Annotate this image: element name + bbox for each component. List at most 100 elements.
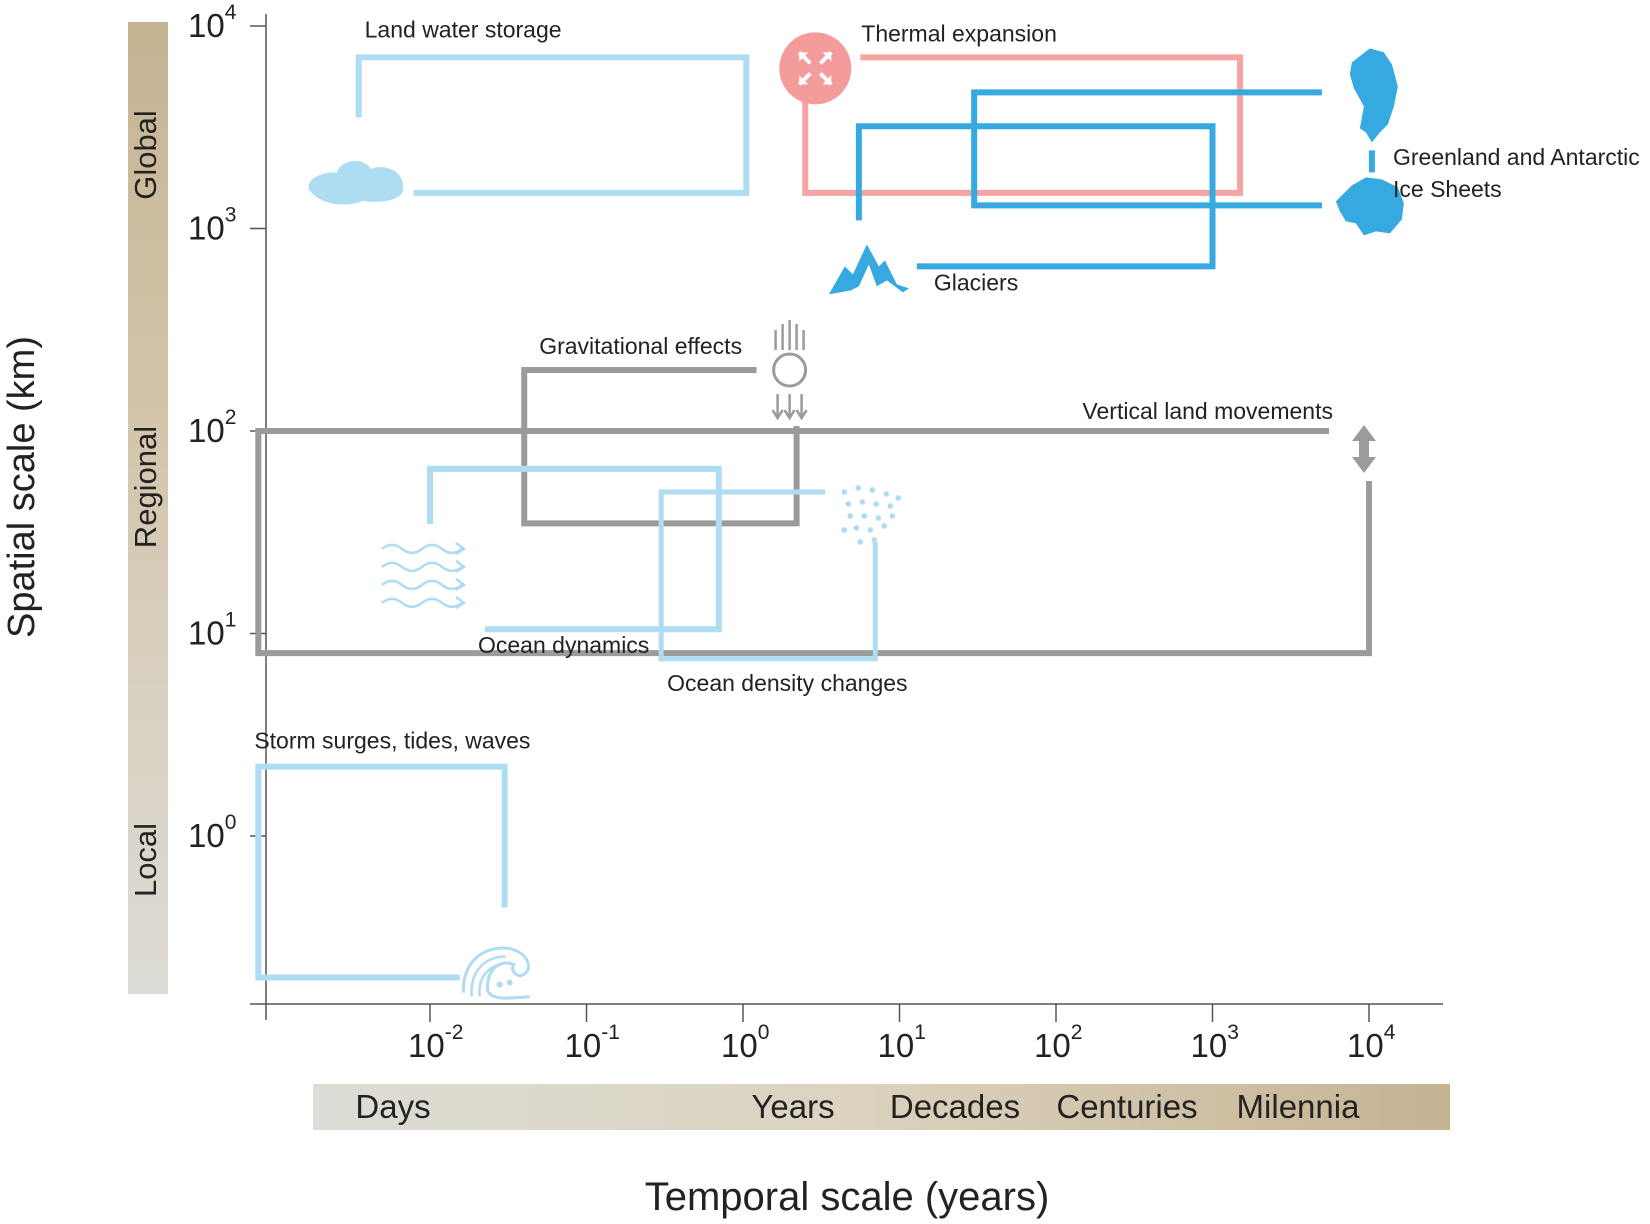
process-box-layer — [255, 54, 1372, 981]
mountain-shape — [828, 244, 909, 295]
y-axis-title: Spatial scale (km) — [1, 336, 43, 638]
process-box — [255, 763, 508, 981]
gravity-arrowhead — [795, 409, 808, 421]
process-box — [658, 489, 878, 662]
y-tick-label: 100 — [188, 811, 236, 854]
process-box — [855, 123, 1216, 270]
spatial-band — [128, 22, 168, 994]
process-box — [355, 54, 750, 196]
density-particle — [873, 501, 880, 507]
y-tick-label: 104 — [188, 1, 237, 44]
x-tick-label: 100 — [721, 1021, 769, 1064]
process-label: Ocean density changes — [667, 670, 907, 696]
wave-icon — [462, 946, 530, 1000]
antarctica-shape — [1335, 177, 1404, 236]
density-particle — [889, 513, 896, 519]
gravity-icon — [771, 320, 808, 421]
x-tick-label: 101 — [878, 1021, 926, 1064]
current-wave — [381, 579, 463, 591]
x-tick-label: 10-2 — [408, 1021, 463, 1064]
space-band-global: Global — [128, 110, 163, 200]
space-band-local: Local — [128, 823, 163, 897]
x-tick-label: 10-1 — [565, 1021, 620, 1064]
wave-dot — [506, 979, 513, 986]
current-arrowhead — [455, 559, 467, 573]
process-label: Glaciers — [934, 269, 1018, 295]
time-band-centuries: Centuries — [1056, 1088, 1197, 1125]
x-tick-label: 103 — [1191, 1021, 1239, 1064]
wave-inner-line — [470, 955, 506, 997]
density-particle — [875, 515, 882, 521]
density-particle — [841, 489, 848, 495]
currents-icon — [381, 541, 467, 609]
density-particle — [881, 523, 888, 529]
process-box — [971, 89, 1322, 209]
x-tick-label: 104 — [1347, 1021, 1396, 1064]
icon-layer — [308, 32, 1404, 1000]
process-label: Gravitational effects — [539, 333, 742, 359]
process-label: Storm surges, tides, waves — [254, 728, 530, 754]
density-particle — [883, 491, 890, 497]
process-box — [802, 54, 1244, 196]
density-particle — [855, 485, 862, 491]
expansion-circle — [779, 32, 852, 105]
current-wave — [381, 543, 463, 555]
gravity-arrowhead — [783, 409, 796, 421]
process-label: Ocean dynamics — [478, 632, 649, 658]
density-particle — [867, 527, 874, 533]
density-particle — [895, 495, 902, 501]
gravity-arrowhead — [771, 409, 784, 421]
process-label: Ice Sheets — [1393, 176, 1502, 202]
density-particle — [847, 513, 854, 519]
expansion-arrowhead — [799, 75, 809, 85]
time-band-decades: Decades — [890, 1088, 1020, 1125]
y-tick-label: 102 — [188, 406, 236, 449]
current-wave — [381, 597, 463, 609]
vertical-arrow-icon — [1352, 425, 1376, 473]
expansion-arrowhead — [822, 52, 832, 62]
process-label: Thermal expansion — [861, 20, 1057, 46]
greenland-shape — [1349, 48, 1398, 143]
density-particle — [859, 499, 866, 505]
space-band-regional: Regional — [128, 426, 163, 548]
x-axis-title: Temporal scale (years) — [645, 1175, 1050, 1219]
density-particle — [869, 487, 876, 493]
current-arrowhead — [455, 595, 467, 609]
density-particle — [871, 537, 878, 543]
temporal-band — [313, 1084, 1450, 1130]
x-tick-label: 102 — [1034, 1021, 1082, 1064]
density-particle — [887, 503, 894, 509]
ice-sheet-icon — [1335, 48, 1404, 236]
process-box — [427, 465, 722, 633]
gravity-circle — [772, 352, 808, 388]
density-particle — [853, 525, 860, 531]
y-tick-label: 101 — [188, 609, 236, 652]
wave-dot — [496, 981, 503, 988]
time-band-years: Years — [751, 1088, 834, 1125]
wave-curl — [462, 946, 530, 1000]
current-arrowhead — [455, 577, 467, 591]
cloud-icon — [308, 160, 404, 205]
density-particle — [857, 539, 864, 545]
current-wave — [381, 561, 463, 573]
y-tick-label: 103 — [188, 204, 236, 247]
process-label: Greenland and Antarctic — [1393, 144, 1640, 170]
density-particle — [861, 513, 868, 519]
current-arrowhead — [455, 541, 467, 555]
expansion-arrowhead — [822, 75, 832, 85]
expansion-icon — [779, 32, 852, 105]
cloud-shape — [308, 160, 404, 205]
time-band-milennia: Milennia — [1237, 1088, 1361, 1125]
mountain-icon — [828, 244, 909, 295]
wave-inner-line — [478, 963, 502, 997]
process-label: Land water storage — [365, 16, 562, 42]
process-label: Vertical land movements — [1082, 398, 1333, 424]
time-band-days: Days — [355, 1088, 430, 1125]
expansion-arrowhead — [799, 52, 809, 62]
process-label-layer: Land water storage Thermal expansionGlaci… — [254, 16, 1639, 753]
double-arrow-shape — [1352, 425, 1376, 473]
tick-layer: 10-2 10-1 100 101 102 103 104 100 101 102 103 104 — [188, 1, 1396, 1064]
density-particle — [841, 527, 848, 533]
